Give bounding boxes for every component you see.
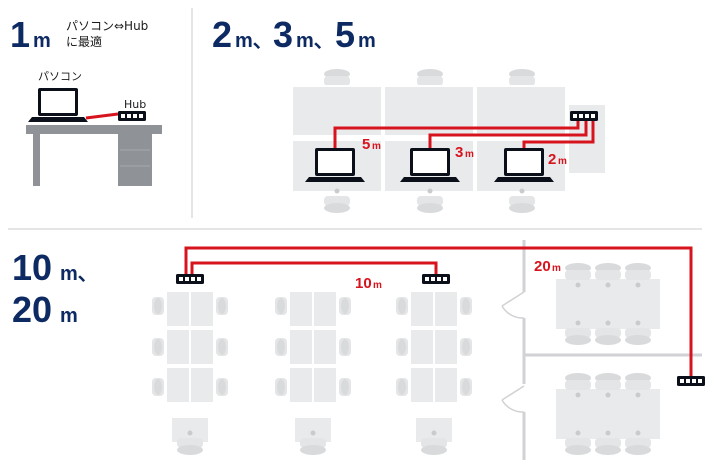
desk-hub-label: Hub — [124, 98, 146, 111]
section-1m-desc-line2: に最適 — [66, 34, 102, 49]
hub-icon-10m-start — [176, 274, 204, 284]
hub-icon-10m-end — [422, 274, 450, 284]
desk-cluster-left — [152, 290, 228, 455]
desk-pc-label: パソコン — [38, 70, 82, 83]
cable-label-5m-unit: m — [372, 141, 381, 152]
cable-label-5m-number: 5 — [362, 136, 370, 153]
door-icon — [501, 291, 525, 319]
cable-label-20m-number: 20 — [534, 258, 551, 275]
door-icon — [501, 385, 525, 413]
section-2m-3m-5m: 2 m、 3 m、 5 m — [212, 14, 607, 213]
section-2-unit-1: m、 — [235, 30, 273, 52]
section-1m-desc-line1: パソコン⇔Hub — [66, 19, 148, 33]
desk-laptop-icon — [28, 88, 88, 122]
cable-label-3m-unit: m — [465, 149, 474, 160]
desk-hub-icon — [118, 111, 146, 121]
cable-label-20m-unit: m — [552, 263, 561, 274]
cable-label-3m-number: 3 — [455, 144, 463, 161]
long-cables — [184, 246, 693, 376]
office-cables — [333, 120, 595, 152]
office-hub-icon — [570, 111, 598, 121]
section-3-unit-1: m、 — [60, 263, 98, 285]
section-3-number-10: 10 — [12, 247, 52, 288]
desk-cable — [85, 112, 119, 120]
cable-label-10m-number: 10 — [355, 275, 372, 292]
section-1m-number: 1 — [10, 14, 30, 55]
office-desks — [291, 85, 607, 193]
hub-icon-20m-end — [677, 376, 705, 386]
section-2-number-5: 5 — [335, 14, 355, 55]
section-2-unit-2: m、 — [296, 30, 334, 52]
cable-label-10m-unit: m — [373, 280, 382, 291]
section-2-unit-3: m — [358, 30, 376, 52]
desk — [26, 125, 162, 186]
desk-cluster-middle — [275, 290, 351, 455]
cable-label-2m-unit: m — [558, 156, 567, 167]
section-3-number-20: 20 — [12, 289, 52, 330]
cable-label-2m-number: 2 — [548, 151, 556, 168]
section-1m: 1 m パソコン⇔Hub に最適 パソコン Hub — [10, 14, 162, 186]
section-2-number-2: 2 — [212, 14, 232, 55]
meeting-table-lower — [556, 373, 660, 455]
section-3-unit-2: m — [60, 305, 78, 327]
section-10m-20m: 10 m、 20 m — [12, 240, 705, 460]
section-1m-unit: m — [33, 30, 51, 52]
section-2-number-3: 3 — [273, 14, 293, 55]
desk-cluster-right — [396, 290, 472, 455]
meeting-table-upper — [556, 263, 660, 345]
